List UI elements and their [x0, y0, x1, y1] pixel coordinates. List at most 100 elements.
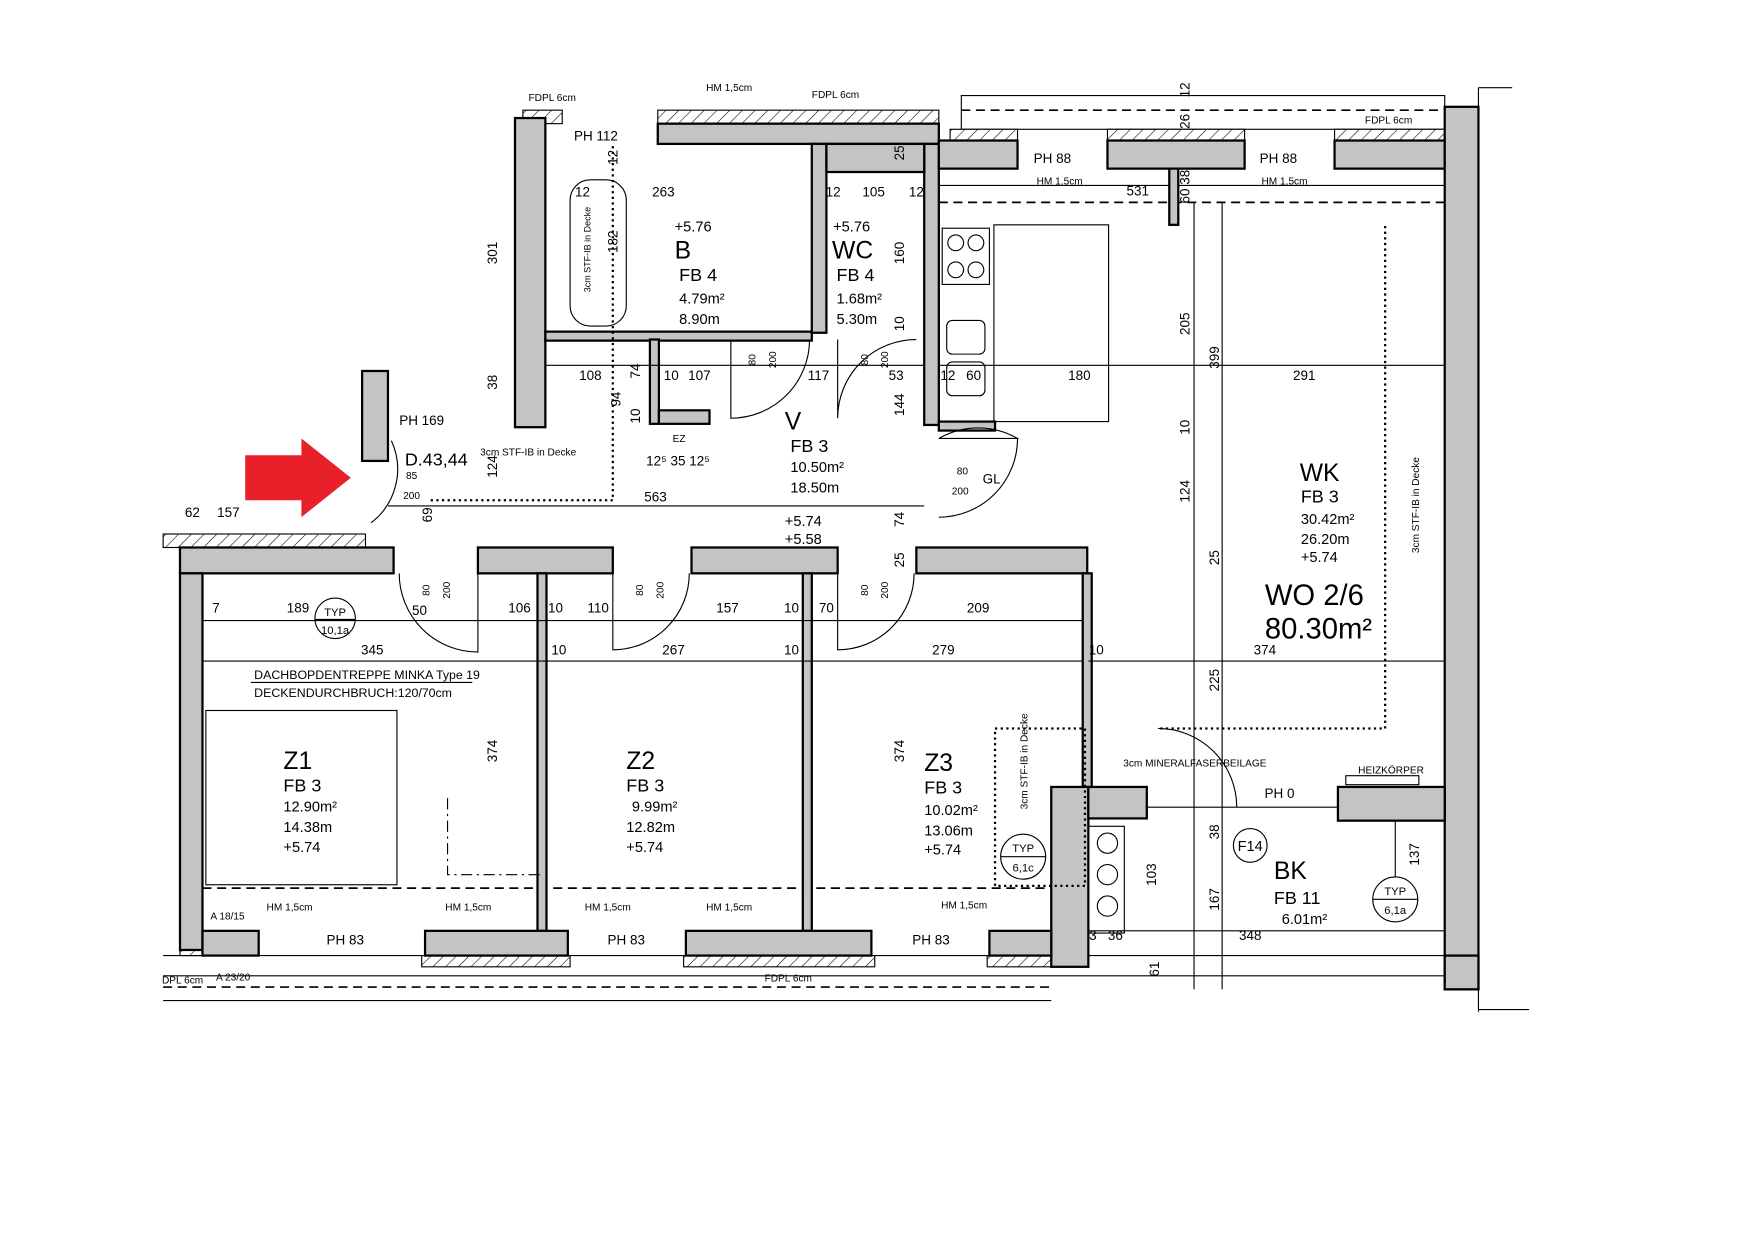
dimension-label: 10 — [548, 601, 563, 616]
level-marker: +5.76 — [833, 220, 870, 236]
detail-tag-10-1a: TYP 10,1a — [314, 597, 356, 640]
room-perimeter: 12.82m — [626, 820, 675, 836]
room-floor-type: FB 3 — [1301, 487, 1339, 507]
window-label: PH 88 — [1260, 151, 1297, 166]
room-area: 12.90m² — [283, 800, 337, 816]
dimension-label: 38 — [485, 375, 500, 390]
svg-text:10,1a: 10,1a — [321, 625, 350, 637]
annotation: HM 1,5cm — [585, 903, 631, 914]
level-marker: +5.74 — [785, 514, 822, 530]
dimension-label: 85 — [406, 471, 418, 482]
dimension-label: 157 — [217, 505, 240, 520]
dimension-label: 7 — [212, 601, 220, 616]
room-name: B — [675, 238, 691, 265]
annotation: A 18/15 — [210, 912, 245, 923]
annotation: HM 1,5cm — [1261, 176, 1307, 187]
room-name: Z1 — [283, 748, 312, 775]
dimension-label: 124 — [1178, 480, 1193, 503]
room-area: 30.42m² — [1301, 512, 1355, 528]
annotation: HM 1,5cm — [706, 83, 752, 94]
svg-text:F14: F14 — [1238, 839, 1263, 855]
annotation: DACHBOPDENTREPPE MINKA Type 19 — [254, 668, 480, 682]
door-width: 80 — [860, 584, 871, 596]
dimension-label: 12 — [826, 185, 841, 200]
dimension-label: 267 — [662, 642, 685, 657]
window-label: PH 83 — [608, 932, 645, 947]
dimension-label: 36 — [1108, 928, 1123, 943]
annotation: HM 1,5cm — [267, 903, 313, 914]
door-height: 200 — [442, 581, 453, 598]
unit-total-area: 80.30m² — [1265, 614, 1372, 646]
annotation: FDPL 6cm — [528, 93, 575, 104]
dimension-label: 117 — [808, 368, 829, 383]
room-area: 10.50m² — [790, 460, 844, 476]
dimension-label: 205 — [1178, 313, 1193, 335]
room-floor-type: FB 3 — [790, 436, 828, 456]
dimension-label: 10 — [1089, 642, 1104, 657]
dimension-label: 10 — [1178, 420, 1193, 435]
room-WC: +5.76 WC FB 4 1.68m² 5.30m — [832, 220, 882, 328]
dimension-label: 105 — [862, 185, 884, 200]
dimension-label: 10 — [664, 368, 679, 383]
dimension-label: 12 — [940, 368, 955, 383]
annotation: 3cm MINERALFASERBEILAGE — [1123, 759, 1267, 770]
fixture-label: GL — [983, 471, 1001, 486]
room-perimeter: 13.06m — [924, 823, 973, 839]
room-name: WK — [1300, 460, 1340, 487]
svg-text:6,1c: 6,1c — [1013, 862, 1035, 874]
shaft — [1087, 825, 1125, 934]
annotation: 3cm STF-IB in Decke — [480, 447, 576, 458]
room-perimeter: 5.30m — [837, 312, 878, 328]
dimension-label: 62 — [185, 505, 200, 520]
dimension-label: 10 — [892, 316, 907, 331]
dimension-label: 103 — [1144, 863, 1159, 886]
room-floor-type: FB 4 — [837, 265, 875, 285]
red-arrow-marker — [245, 438, 351, 518]
room-area: 10.02m² — [924, 803, 978, 819]
dimension-label: 160 — [892, 242, 907, 264]
dimension-label: 12 — [1178, 82, 1193, 97]
level-marker: +5.74 — [283, 840, 320, 856]
dimension-label: 200 — [403, 491, 420, 502]
dimension-label: 74 — [628, 363, 643, 378]
bathtub — [569, 179, 627, 327]
annotation: 3cm STF-IB in Decke — [582, 207, 592, 292]
dimension-label: 25 — [892, 145, 907, 160]
dimension-label: 263 — [652, 185, 675, 200]
room-area: 1.68m² — [837, 292, 883, 308]
dimension-label: 110 — [587, 601, 609, 616]
door-width: 80 — [748, 354, 759, 366]
room-floor-type: FB 3 — [626, 775, 664, 795]
level-marker: +5.74 — [1301, 550, 1338, 566]
dimension-label: 399 — [1207, 346, 1222, 368]
annotation: HM 1,5cm — [706, 903, 752, 914]
annotation: DECKENDURCHBRUCH:120/70cm — [254, 686, 452, 700]
fixture-label: EZ — [673, 434, 686, 445]
room-name: V — [785, 408, 802, 435]
dimension-labels: 263 12 12 105 12 108 107 10 117 53 12 60… — [185, 129, 1316, 948]
dimension-label: 137 — [1407, 843, 1422, 866]
stair-reference: D.43,44 — [405, 449, 468, 469]
dimension-label: 25 — [1207, 550, 1222, 565]
level-marker-2: +5.58 — [785, 532, 822, 548]
room-name: Z3 — [924, 750, 953, 777]
annotation: HEIZKÖRPER — [1358, 763, 1424, 776]
window-label: PH 88 — [1034, 151, 1071, 166]
door-height: 200 — [655, 581, 666, 598]
dimension-label: 12 — [909, 185, 924, 200]
annotation: FDPL 6cm — [1365, 116, 1412, 127]
door-tag-F14: F14 — [1232, 827, 1268, 863]
walls — [178, 105, 1480, 991]
room-perimeter: 18.50m — [790, 480, 839, 496]
annotation: 3cm STF-IB in Decke — [1020, 713, 1031, 809]
room-floor-type: FB 3 — [283, 775, 321, 795]
door-height: 200 — [880, 581, 891, 598]
svg-text:TYP: TYP — [1012, 843, 1034, 855]
dimension-label: 374 — [1254, 642, 1277, 657]
dimension-label: 563 — [644, 489, 667, 504]
dimension-label: 157 — [716, 601, 739, 616]
dimension-label: 209 — [967, 601, 990, 616]
dimension-label: 94 — [609, 391, 624, 406]
dimension-label: 279 — [932, 642, 955, 657]
room-BK: BK FB 11 6.01m² — [1274, 858, 1327, 928]
